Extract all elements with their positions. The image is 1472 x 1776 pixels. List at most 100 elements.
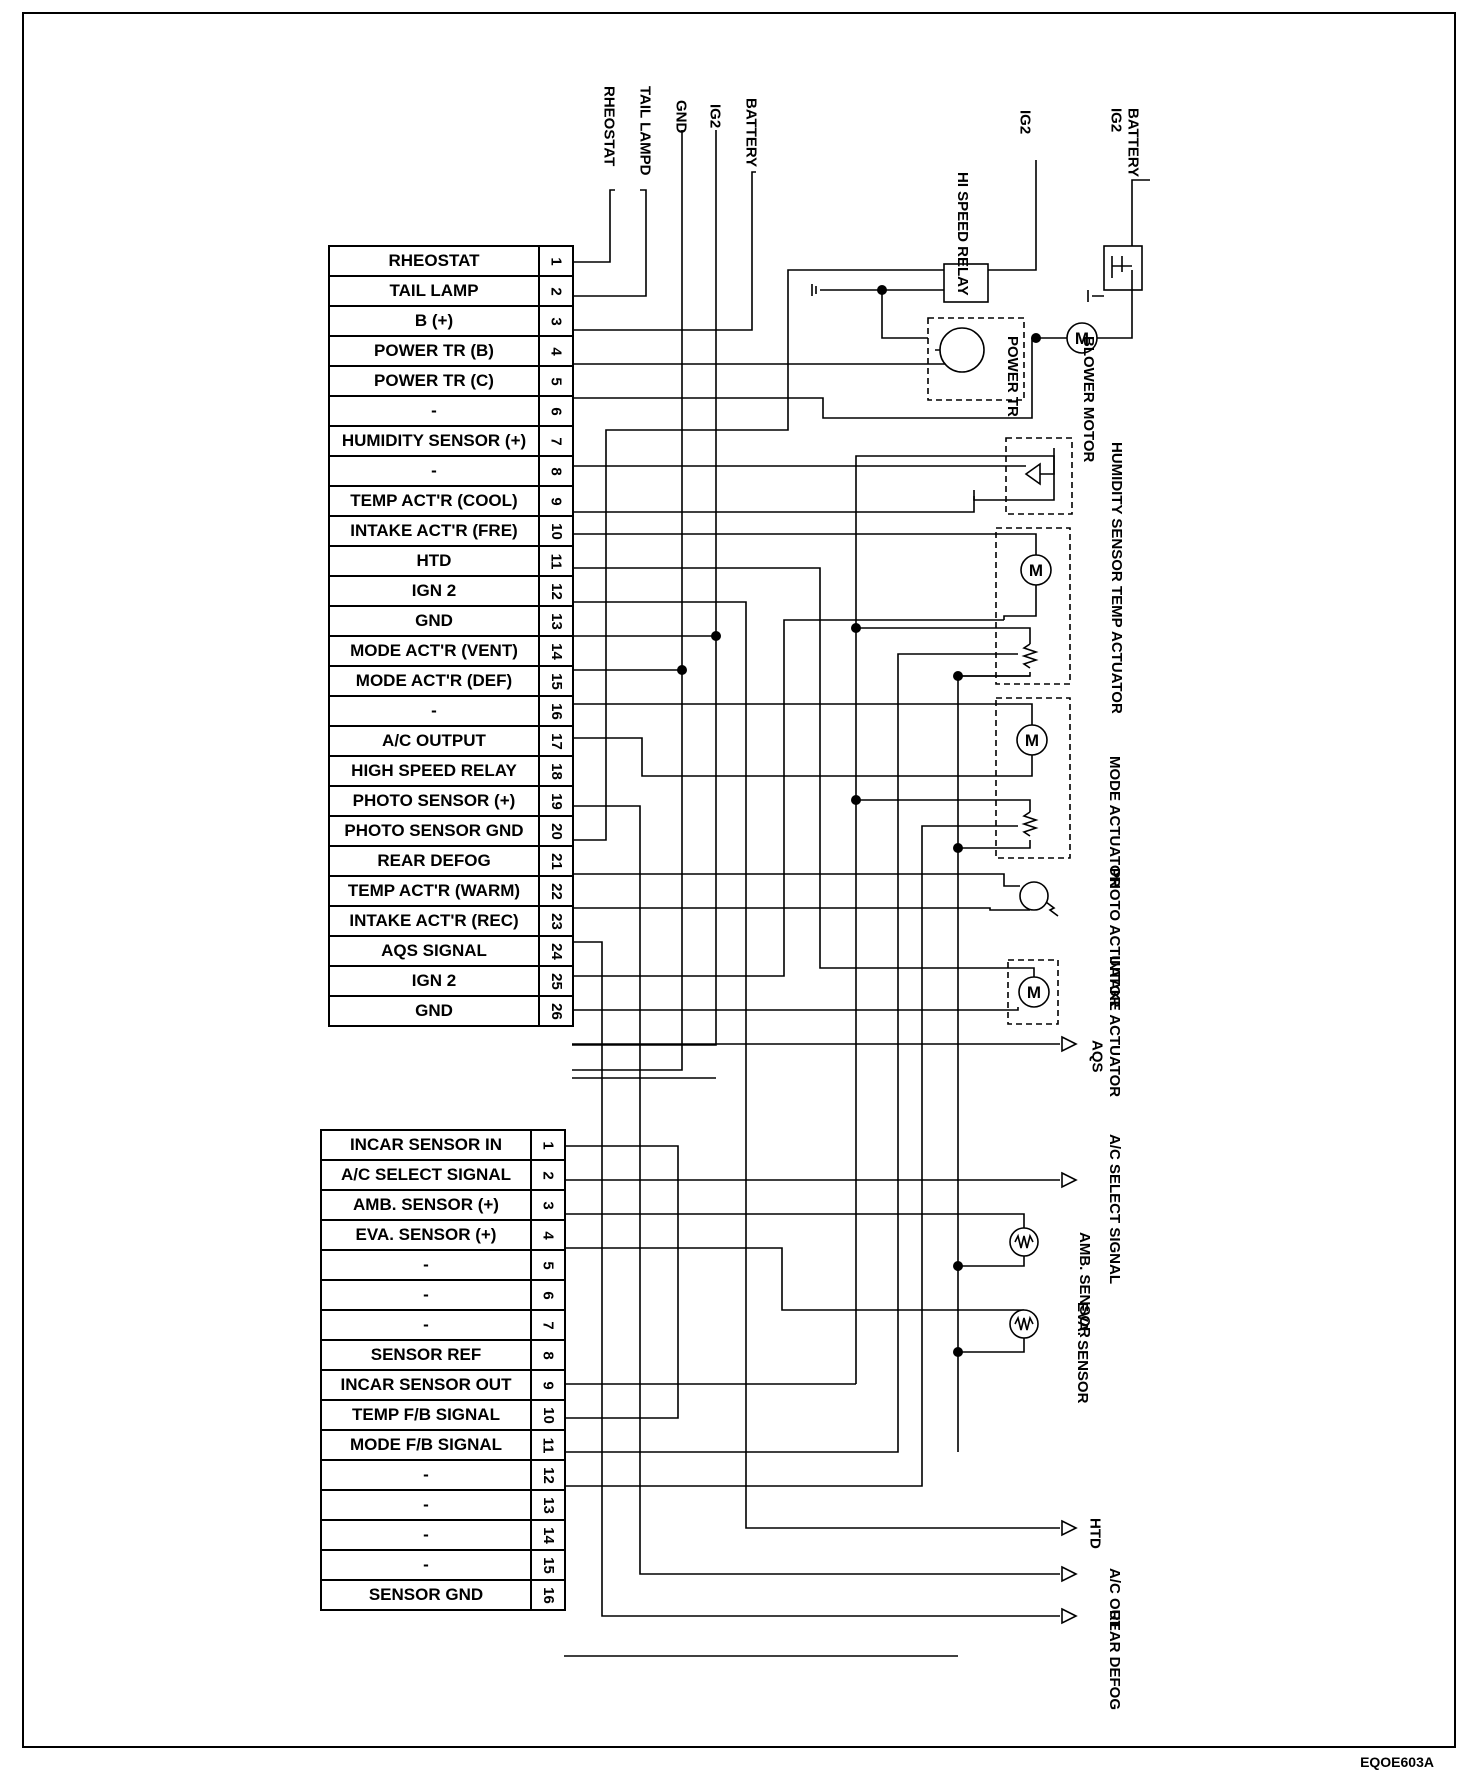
wire-amb-gnd (958, 1256, 1025, 1267)
label-ac-select-signal: A/C SELECT SIGNAL (1106, 1134, 1123, 1285)
pin-number: 9 (538, 485, 574, 517)
junction-dot (877, 285, 887, 295)
pin-number: 10 (530, 1399, 566, 1431)
amb-sensor-symbol (1009, 1227, 1039, 1257)
pin-row: AMB. SENSOR (+)3 (320, 1189, 566, 1221)
power-tr-symbol (939, 327, 985, 373)
temp-actuator-resistor (1021, 643, 1039, 669)
wire-relay-ig2 (988, 160, 1037, 271)
pin-name: TEMP ACT'R (WARM) (328, 875, 540, 907)
pin-number: 1 (530, 1129, 566, 1161)
pin-row: EVA. SENSOR (+)4 (320, 1219, 566, 1251)
junction-dot (851, 623, 861, 633)
junction-dot (711, 631, 721, 641)
label-intake-actuator: INTAKE ACTUATOR (1106, 956, 1123, 1098)
pin-name: A/C OUTPUT (328, 725, 540, 757)
wire-temp-motor-return (1003, 585, 1037, 620)
label-photo-actuator: PHOTO ACTUATOR (1106, 868, 1123, 1008)
wire-ac-output (572, 805, 1060, 1575)
wire-htd (572, 601, 1060, 1529)
pin-number: 11 (538, 545, 574, 577)
pin-number-text: 16 (539, 1586, 557, 1604)
pin-name: POWER TR (C) (328, 365, 540, 397)
wire-mode-ref (856, 799, 1031, 812)
pin-number: 7 (530, 1309, 566, 1341)
fuse-box-battery (1103, 245, 1143, 291)
pin-name: PHOTO SENSOR (+) (328, 785, 540, 817)
hi-speed-relay-box (943, 263, 989, 303)
pin-name: - (320, 1249, 532, 1281)
wire-eva-plus (564, 1247, 1024, 1311)
wire-battery-ig2 (1131, 179, 1150, 246)
pin-number: 5 (538, 365, 574, 397)
humidity-sensor-box (1005, 437, 1073, 515)
pin-row: B (+)3 (328, 305, 574, 337)
pin-number: 15 (538, 665, 574, 697)
eva-sensor-symbol-zigzag (1014, 1315, 1034, 1331)
pin-number: 12 (530, 1459, 566, 1491)
pin-number: 13 (530, 1489, 566, 1521)
wire-rear-defog (572, 941, 1060, 1617)
pin-name: PHOTO SENSOR GND (328, 815, 540, 847)
pin-number: 24 (538, 935, 574, 967)
mode-actuator-box (995, 697, 1071, 859)
pin-number: 20 (538, 815, 574, 847)
eva-sensor-symbol (1009, 1309, 1039, 1339)
pin-number-text: 13 (539, 1496, 557, 1514)
pin-number-text: 9 (539, 1380, 557, 1390)
pin-row: -6 (328, 395, 574, 427)
wire-mode-def (572, 737, 1033, 777)
pin-number-text: 10 (547, 522, 565, 540)
pin-name: TAIL LAMP (328, 275, 540, 307)
pin-name: - (320, 1309, 532, 1341)
label-aqs: AQS (1088, 1040, 1106, 1073)
label-htd: HTD (1086, 1518, 1104, 1549)
pin-row: -16 (328, 695, 574, 727)
pin-name: IGN 2 (328, 965, 540, 997)
wire-photo-plus (572, 873, 1020, 887)
pin-number-text: 2 (539, 1170, 557, 1180)
junction-dot (851, 795, 861, 805)
pin-number: 7 (538, 425, 574, 457)
pin-number: 9 (530, 1369, 566, 1401)
pin-name: MODE ACT'R (VENT) (328, 635, 540, 667)
pin-number-text: 3 (539, 1200, 557, 1210)
pin-number: 3 (530, 1189, 566, 1221)
fuse-contacts (1111, 256, 1132, 278)
wire-power-tr-c (572, 338, 1033, 419)
wire-photo-gnd (572, 907, 1030, 911)
wire-incar-sensor (564, 1145, 679, 1419)
htd-arrow (1061, 1519, 1078, 1537)
pin-row: TEMP ACT'R (COOL)9 (328, 485, 574, 517)
pin-row: MODE ACT'R (DEF)15 (328, 665, 574, 697)
label-hi-speed-relay: HI SPEED RELAY (954, 172, 971, 296)
pin-name: - (328, 455, 540, 487)
pin-name: AQS SIGNAL (328, 935, 540, 967)
wire-ig2 (572, 130, 717, 1046)
wire-temp-cool (572, 533, 1037, 555)
pin-row: -6 (320, 1279, 566, 1311)
intake-actuator-motor (1018, 976, 1050, 1008)
pin-name: - (320, 1519, 532, 1551)
pin-row: TEMP ACT'R (WARM)22 (328, 875, 574, 907)
pin-name: REAR DEFOG (328, 845, 540, 877)
pin-number-text: 16 (547, 702, 565, 720)
ac-out-arrow (1061, 1565, 1078, 1583)
pin-row: -5 (320, 1249, 566, 1281)
wire-mode-vent (572, 703, 1033, 725)
pin-number: 10 (538, 515, 574, 547)
label-battery-a: BATTERY (742, 98, 760, 168)
pin-number: 13 (538, 605, 574, 637)
ac-select-arrow (1061, 1171, 1078, 1189)
wire-eva-gnd (958, 1338, 1025, 1353)
amb-sensor-symbol-zigzag (1014, 1233, 1034, 1249)
pin-name: INTAKE ACT'R (FRE) (328, 515, 540, 547)
